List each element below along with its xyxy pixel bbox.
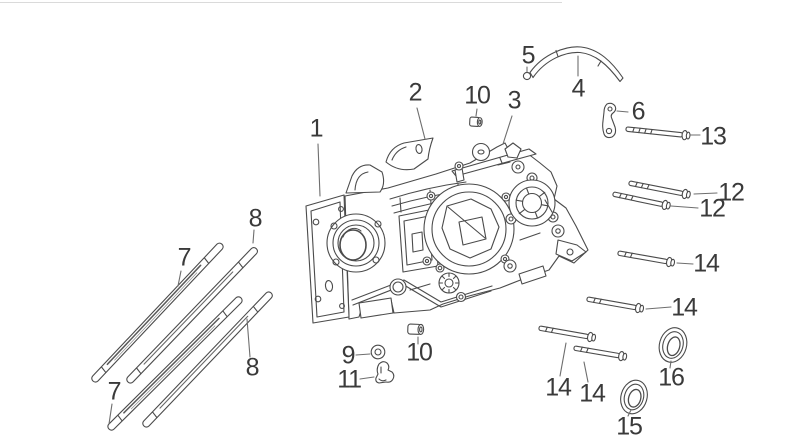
leader-line-part-12	[670, 205, 699, 209]
strip-end-ball	[522, 71, 532, 81]
leader-line-part-1	[317, 143, 321, 197]
scan-artifact-line	[0, 2, 562, 3]
curved-gasket-strip	[522, 46, 624, 83]
stud-8-upper	[126, 247, 259, 384]
oil-seal-16	[658, 327, 688, 363]
leader-line-part-14	[645, 306, 672, 310]
leader-line-part-11	[359, 376, 375, 380]
stud-7-upper	[91, 242, 224, 383]
leader-line-part-14	[583, 361, 589, 383]
crankcase-half-drawing	[305, 137, 589, 324]
leader-line-part-7	[108, 403, 113, 425]
bolt-12-upper	[628, 180, 691, 200]
stud-8-lower	[142, 291, 273, 428]
washer-9	[370, 344, 386, 360]
crankcase-top-flap	[385, 137, 434, 171]
oil-seal-15	[620, 379, 648, 415]
leader-line-part-7	[177, 270, 182, 287]
breather-clip-11	[375, 361, 395, 384]
leader-line-part-12	[693, 192, 718, 195]
leader-line-part-9	[355, 353, 371, 356]
bolt-14-c	[538, 325, 597, 343]
left-bearing-flange	[326, 213, 386, 273]
bolt-13	[625, 126, 691, 141]
leader-line-part-10	[475, 108, 478, 117]
leader-line-part-15	[627, 409, 632, 417]
leader-line-part-14	[559, 342, 567, 377]
bolt-14-d	[573, 345, 628, 362]
stay-plate	[602, 102, 617, 139]
leader-line-part-2	[416, 107, 426, 140]
leader-line-part-16	[669, 360, 672, 369]
dowel-pin-10-upper	[469, 116, 483, 127]
leader-line-part-6	[616, 110, 629, 113]
bolt-14-b	[586, 296, 645, 314]
bolt-12-lower	[612, 191, 671, 211]
bolt-14-a	[617, 250, 676, 268]
leader-line-part-3	[502, 115, 513, 145]
stud-7-lower	[107, 296, 243, 431]
leader-line-part-14	[676, 262, 694, 265]
leader-line-part-8	[252, 229, 255, 244]
callout-leader-lines	[108, 55, 718, 425]
leader-line-part-8	[246, 318, 251, 358]
dowel-pin-10-lower	[407, 323, 425, 335]
